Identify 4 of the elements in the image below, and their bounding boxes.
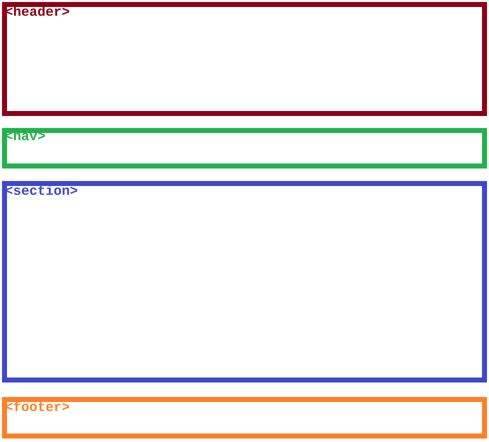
header-box: <header> — [2, 2, 487, 116]
section-box: <section> — [2, 181, 487, 382]
footer-box: <footer> — [2, 397, 487, 438]
nav-box: <nav> — [2, 128, 487, 168]
